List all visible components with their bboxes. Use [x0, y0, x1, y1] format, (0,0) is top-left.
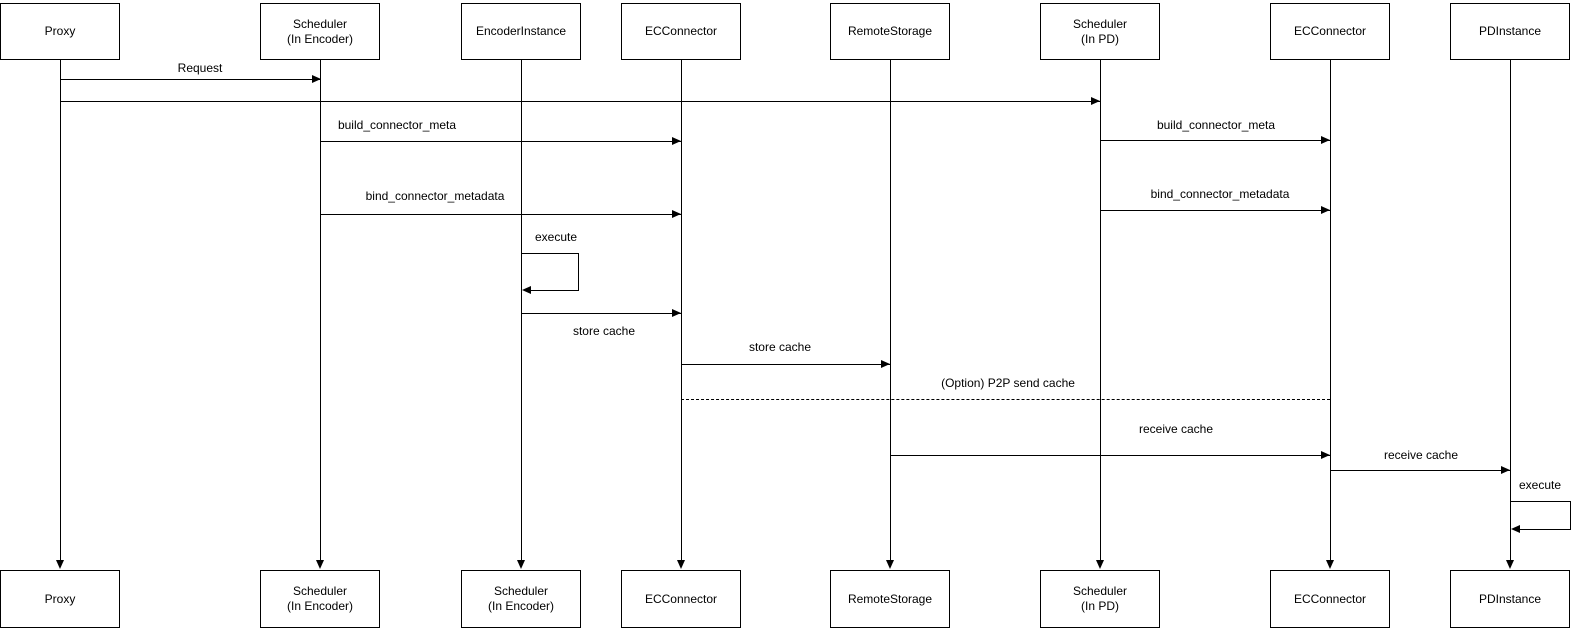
actor-label-bottom-scheduler-encoder-1: Scheduler (In Encoder): [286, 584, 354, 613]
message-receive-cache-1-line: [890, 455, 1330, 456]
lifeline-remote-storage: [890, 60, 891, 560]
actor-label-bottom-ecconnector-1: ECConnector: [644, 591, 718, 606]
actor-box-bottom-ecconnector-2: ECConnector: [1270, 570, 1390, 628]
lifeline-encoder-instance-arrowhead-icon: [517, 560, 525, 569]
message-store-cache-1-label: store cache: [572, 324, 636, 338]
message-p2p-send-cache-label: (Option) P2P send cache: [941, 376, 1075, 390]
message-receive-cache-1-arrowhead-icon: [1321, 451, 1330, 459]
actor-label-bottom-pdinstance: PDInstance: [1478, 591, 1542, 606]
message-bind-metadata-pd-label: bind_connector_metadata: [1150, 187, 1290, 201]
message-bind-metadata-pd-arrowhead-icon: [1321, 206, 1330, 214]
message-request-label: Request: [177, 61, 223, 75]
lifeline-remote-storage-arrowhead-icon: [886, 560, 894, 569]
actor-box-bottom-ecconnector-1: ECConnector: [621, 570, 741, 628]
actor-box-bottom-scheduler-pd: Scheduler (In PD): [1040, 570, 1160, 628]
actor-label-scheduler-pd: Scheduler (In PD): [1072, 16, 1128, 46]
actor-box-top-proxy: Proxy: [0, 3, 120, 60]
actor-box-top-ecconnector-1: ECConnector: [621, 3, 741, 60]
message-execute-encoder-loop-bottom: [525, 290, 579, 291]
actor-box-top-remote-storage: RemoteStorage: [830, 3, 950, 60]
actor-box-top-pdinstance: PDInstance: [1450, 3, 1570, 60]
actor-label-ecconnector-1: ECConnector: [644, 24, 718, 38]
actor-label-encoder-instance: EncoderInstance: [475, 24, 567, 38]
message-store-cache-1-arrowhead-icon: [672, 309, 681, 317]
message-bind-metadata-pd-line: [1100, 210, 1330, 211]
actor-box-bottom-remote-storage: RemoteStorage: [830, 570, 950, 628]
lifeline-ecconnector-2-arrowhead-icon: [1326, 560, 1334, 569]
actor-label-bottom-scheduler-encoder-2: Scheduler (In Encoder): [487, 584, 555, 613]
lifeline-scheduler-pd: [1100, 60, 1101, 560]
message-bind-metadata-encoder-label: bind_connector_metadata: [365, 189, 505, 203]
message-execute-pd-loop-top: [1510, 501, 1570, 502]
lifeline-scheduler-encoder: [320, 60, 321, 560]
message-execute-encoder-loop-right: [578, 253, 579, 291]
message-execute-pd-loop-bottom: [1514, 529, 1571, 530]
message-proxy-to-schedulerpd-arrowhead-icon: [1091, 97, 1100, 105]
message-execute-encoder-arrowhead-icon: [522, 286, 531, 294]
message-build-meta-encoder-line: [320, 141, 681, 142]
message-receive-cache-1-label: receive cache: [1138, 422, 1214, 436]
message-bind-metadata-encoder-line: [320, 214, 681, 215]
actor-box-top-scheduler-encoder: Scheduler (In Encoder): [260, 3, 380, 60]
actor-box-bottom-pdinstance: PDInstance: [1450, 570, 1570, 628]
message-build-meta-pd-label: build_connector_meta: [1156, 118, 1276, 132]
message-build-meta-pd-arrowhead-icon: [1321, 136, 1330, 144]
lifeline-proxy: [60, 60, 61, 560]
message-execute-pd-label: execute: [1518, 478, 1562, 492]
actor-label-ecconnector-2: ECConnector: [1293, 24, 1367, 38]
message-store-cache-2-label: store cache: [748, 340, 812, 354]
lifeline-ecconnector-1: [681, 60, 682, 560]
message-execute-pd-loop-right: [1570, 501, 1571, 530]
message-store-cache-1-line: [521, 313, 681, 314]
lifeline-pdinstance-arrowhead-icon: [1506, 560, 1514, 569]
actor-box-top-encoder-instance: EncoderInstance: [461, 3, 581, 60]
message-build-meta-encoder-label: build_connector_meta: [337, 118, 457, 132]
message-receive-cache-2-arrowhead-icon: [1501, 466, 1510, 474]
actor-label-proxy: Proxy: [44, 24, 76, 38]
actor-label-remote-storage: RemoteStorage: [847, 24, 933, 38]
message-execute-pd-arrowhead-icon: [1511, 525, 1520, 533]
message-store-cache-2-arrowhead-icon: [881, 360, 890, 368]
actor-box-top-ecconnector-2: ECConnector: [1270, 3, 1390, 60]
message-proxy-to-schedulerpd-line: [60, 101, 1100, 102]
actor-label-bottom-scheduler-pd: Scheduler (In PD): [1072, 584, 1128, 613]
lifeline-ecconnector-1-arrowhead-icon: [677, 560, 685, 569]
lifeline-encoder-instance: [521, 60, 522, 560]
message-execute-encoder-loop-top: [521, 253, 578, 254]
message-receive-cache-2-line: [1330, 470, 1510, 471]
lifeline-proxy-arrowhead-icon: [56, 560, 64, 569]
message-p2p-send-cache-line: [681, 399, 1330, 400]
message-request-line: [60, 79, 321, 80]
actor-label-bottom-ecconnector-2: ECConnector: [1293, 591, 1367, 606]
lifeline-scheduler-pd-arrowhead-icon: [1096, 560, 1104, 569]
actor-label-bottom-remote-storage: RemoteStorage: [847, 591, 933, 606]
message-build-meta-pd-line: [1100, 140, 1330, 141]
actor-box-bottom-proxy: Proxy: [0, 570, 120, 628]
actor-box-bottom-scheduler-encoder-2: Scheduler (In Encoder): [461, 570, 581, 628]
lifeline-ecconnector-2: [1330, 60, 1331, 560]
actor-box-top-scheduler-pd: Scheduler (In PD): [1040, 3, 1160, 60]
lifeline-scheduler-encoder-arrowhead-icon: [316, 560, 324, 569]
actor-label-scheduler-encoder: Scheduler (In Encoder): [286, 16, 354, 46]
message-receive-cache-2-label: receive cache: [1383, 448, 1459, 462]
message-bind-metadata-encoder-arrowhead-icon: [672, 210, 681, 218]
message-build-meta-encoder-arrowhead-icon: [672, 137, 681, 145]
actor-box-bottom-scheduler-encoder-1: Scheduler (In Encoder): [260, 570, 380, 628]
lifeline-pdinstance: [1510, 60, 1511, 560]
actor-label-pdinstance: PDInstance: [1478, 24, 1542, 38]
message-execute-encoder-label: execute: [534, 230, 578, 244]
message-request-arrowhead-icon: [312, 75, 321, 83]
actor-label-bottom-proxy: Proxy: [44, 591, 76, 606]
message-store-cache-2-line: [681, 364, 890, 365]
